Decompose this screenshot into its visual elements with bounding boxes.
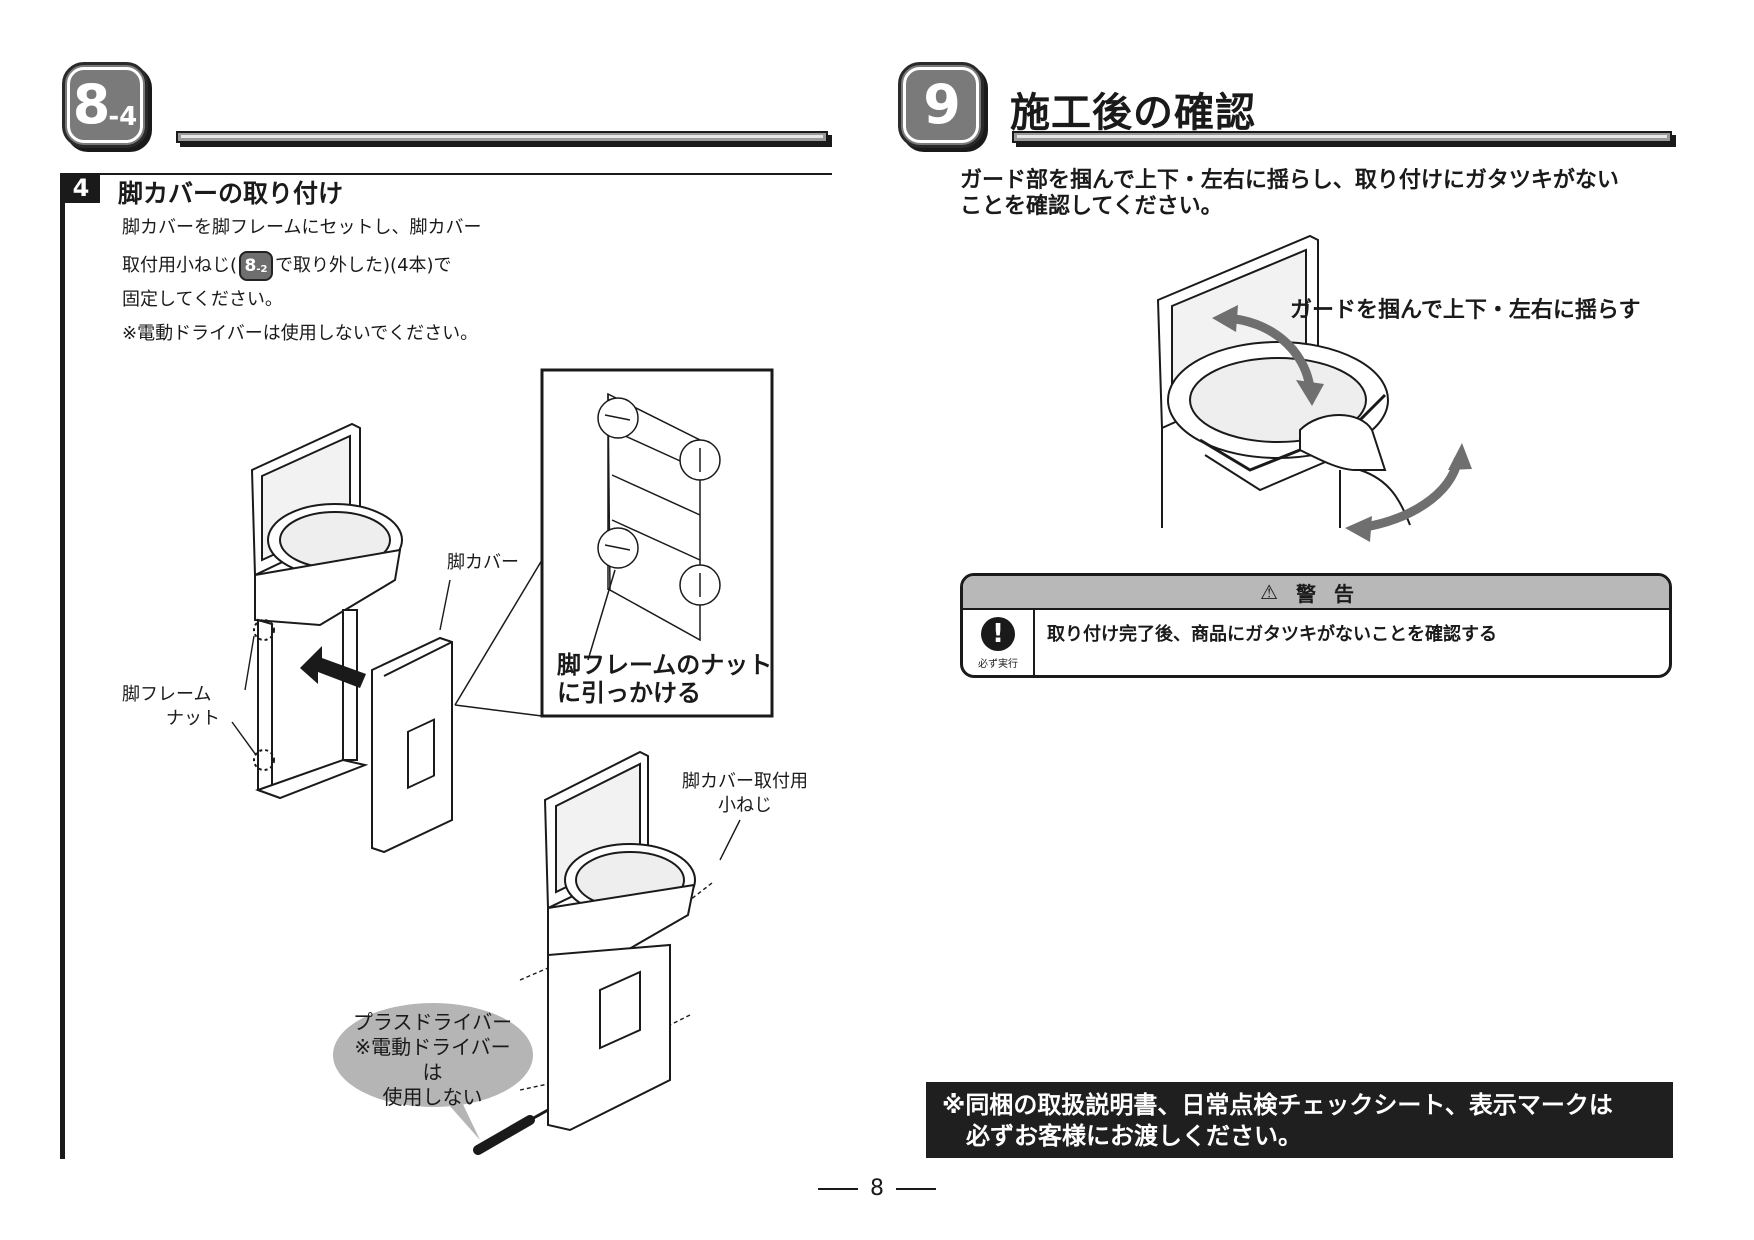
warning-icon-cell: ! 必ず実行 <box>963 610 1035 675</box>
page-dash-left <box>818 1187 858 1190</box>
label-frame-nut: 脚フレーム ナット <box>122 683 220 732</box>
bubble-line-2: ※電動ドライバーは <box>354 1035 511 1084</box>
body-line-2-post: で取り外した)(4本)で <box>275 255 452 276</box>
customer-notice: ※同梱の取扱説明書、日常点検チェックシート、表示マークは 必ずお客様にお渡しくだ… <box>926 1082 1673 1158</box>
left-margin-bar <box>60 173 65 1159</box>
section-badge-8-4: 8 -4 <box>62 62 148 148</box>
page-number-value: 8 <box>870 1176 884 1201</box>
label-frame-nut-2: ナット <box>166 708 220 730</box>
illustration-label: ガードを掴んで上下・左右に揺らす <box>1290 298 1641 323</box>
bubble-line-3: 使用しない <box>382 1085 483 1109</box>
driver-bubble-text: プラスドライバー ※電動ドライバーは 使用しない <box>345 1010 520 1110</box>
step-title: 脚カバーの取り付け <box>118 179 344 208</box>
header-rule-right <box>1012 131 1672 143</box>
warning-title: 警告 <box>1295 581 1372 606</box>
badge-main-9: 9 <box>923 73 961 136</box>
step-rule <box>62 173 832 175</box>
warning-header: ⚠ 警告 <box>963 576 1669 610</box>
warning-icon-label: 必ず実行 <box>978 659 1018 670</box>
warning-text: 取り付け完了後、商品にガタツキがないことを確認する <box>1047 624 1497 645</box>
label-screw-1: 脚カバー取付用 <box>682 771 808 792</box>
section-title: 施工後の確認 <box>1010 90 1256 136</box>
badge-main: 8 <box>72 73 111 136</box>
page-number: 8 <box>818 1176 936 1201</box>
notice-line-2: 必ずお客様にお渡しください。 <box>942 1122 1302 1151</box>
mandatory-icon: ! <box>981 617 1015 651</box>
label-frame-nut-1: 脚フレーム <box>122 684 212 705</box>
instruction: ガード部を掴んで上下・左右に揺らし、取り付けにガタツキがない ことを確認してくだ… <box>960 168 1680 221</box>
label-leg-cover: 脚カバー <box>447 552 519 573</box>
body-line-1: 脚カバーを脚フレームにセットし、脚カバー <box>122 217 482 238</box>
driver-bubble <box>333 1003 533 1140</box>
warning-body: ! 必ず実行 取り付け完了後、商品にガタツキがないことを確認する <box>963 610 1669 675</box>
body-note: ※電動ドライバーは使用しないでください。 <box>122 323 479 344</box>
instruction-2: ことを確認してください。 <box>960 194 1223 220</box>
label-screw: 脚カバー取付用 小ねじ <box>680 770 810 819</box>
ref-badge-sub: -2 <box>256 264 268 275</box>
warning-triangle-icon: ⚠ <box>1260 580 1278 604</box>
badge-sub: -4 <box>108 102 138 132</box>
instruction-1: ガード部を掴んで上下・左右に揺らし、取り付けにガタツキがない <box>960 168 1619 193</box>
ref-badge-main: 8 <box>244 255 257 276</box>
body-line-2-pre: 取付用小ねじ( <box>122 255 238 276</box>
inset-caption: 脚フレームのナット に引っかける <box>557 651 773 707</box>
page-dash-right <box>896 1187 936 1190</box>
inset-caption-1: 脚フレームのナット <box>557 651 773 679</box>
header-rule-left <box>176 131 828 143</box>
section-badge-9: 9 <box>898 62 984 148</box>
bubble-line-1: プラスドライバー <box>352 1010 513 1034</box>
warning-box: ⚠ 警告 ! 必ず実行 取り付け完了後、商品にガタツキがないことを確認する <box>960 573 1672 678</box>
body-line-3: 固定してください。 <box>122 289 283 310</box>
ref-badge-8-2: 8-2 <box>239 251 274 281</box>
label-screw-2: 小ねじ <box>718 795 772 817</box>
notice-line-1: ※同梱の取扱説明書、日常点検チェックシート、表示マークは <box>942 1091 1613 1119</box>
inset-caption-2: に引っかける <box>557 678 701 707</box>
step-number: 4 <box>62 173 100 203</box>
